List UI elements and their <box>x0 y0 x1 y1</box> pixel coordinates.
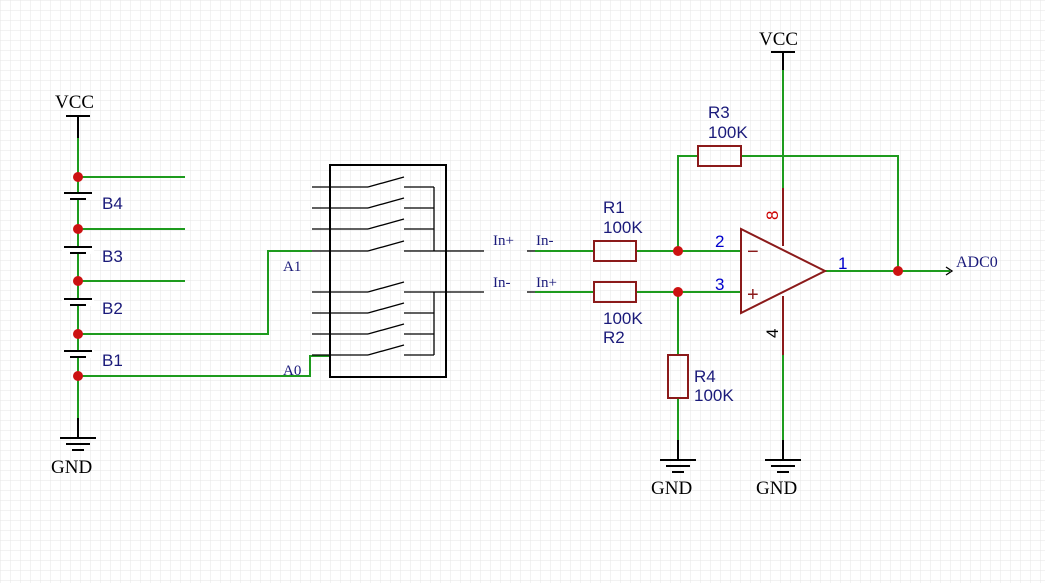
resistor-r3-value: 100K <box>708 123 748 142</box>
battery-b1-label: B1 <box>102 351 123 370</box>
feedback-right-wire <box>741 155 899 271</box>
vcc-right-label: VCC <box>759 29 798 50</box>
battery-b2: B2 <box>62 298 123 318</box>
net-label-in-plus: In+ <box>536 275 557 291</box>
resistor-r3-ref: R3 <box>708 103 730 122</box>
opamp-pin-2: 2 <box>715 232 724 251</box>
resistor-r2-ref: R2 <box>603 328 625 347</box>
a1-wire <box>78 250 312 335</box>
opamp-pin-3: 3 <box>715 275 724 294</box>
mux-a0-label: A0 <box>283 363 301 379</box>
resistor-r4-ref: R4 <box>694 367 716 386</box>
battery-b2-label: B2 <box>102 299 123 318</box>
resistor-r1-value: 100K <box>603 218 643 237</box>
gnd-opamp-symbol: GND <box>756 440 801 499</box>
battery-b3-label: B3 <box>102 247 123 266</box>
junction-dot <box>73 224 83 234</box>
resistor-r4: R4 100K <box>667 354 734 405</box>
mux-out-top-label: In+ <box>493 233 514 249</box>
battery-b1: B1 <box>62 350 123 370</box>
resistor-r1: R1 100K <box>593 198 643 262</box>
net-label-adc0: ADC0 <box>956 254 998 271</box>
opamp-minus-sign: − <box>747 241 759 263</box>
gnd-left-symbol: GND <box>51 418 96 478</box>
resistor-r1-ref: R1 <box>603 198 625 217</box>
resistor-r3: R3 100K <box>697 103 748 167</box>
analog-mux <box>312 164 484 378</box>
junction-dot <box>73 172 83 182</box>
opamp-pin-1: 1 <box>838 254 847 273</box>
battery-b3: B3 <box>62 246 123 266</box>
net-label-in-minus: In- <box>536 233 554 249</box>
mux-out-bottom-label: In- <box>493 275 511 291</box>
mux-a1-label: A1 <box>283 259 301 275</box>
opamp-pin-4: 4 <box>763 329 782 338</box>
junction-dot <box>893 266 903 276</box>
resistor-r2-value: 100K <box>603 309 643 328</box>
opamp-symbol: − + <box>740 188 828 355</box>
junction-dot <box>73 329 83 339</box>
battery-b4: B4 <box>62 192 123 213</box>
adc-net-arrow <box>945 266 954 276</box>
gnd-left-label: GND <box>51 457 92 478</box>
opamp-pin-8: 8 <box>763 211 782 220</box>
vcc-left-symbol: VCC <box>55 92 94 138</box>
vcc-right-symbol: VCC <box>759 29 798 70</box>
feedback-left-wire <box>677 155 698 251</box>
junction-dot <box>673 287 683 297</box>
gnd-r4-symbol: GND <box>651 440 696 499</box>
junction-dot <box>73 276 83 286</box>
opamp-plus-sign: + <box>747 284 759 306</box>
vcc-left-label: VCC <box>55 92 94 113</box>
gnd-r4-label: GND <box>651 478 692 499</box>
battery-b4-label: B4 <box>102 194 123 213</box>
a0-wire <box>78 355 330 377</box>
resistor-r2: 100K R2 <box>593 281 643 347</box>
gnd-opamp-label: GND <box>756 478 797 499</box>
junction-dot <box>73 371 83 381</box>
junction-dot <box>673 246 683 256</box>
resistor-r4-value: 100K <box>694 386 734 405</box>
